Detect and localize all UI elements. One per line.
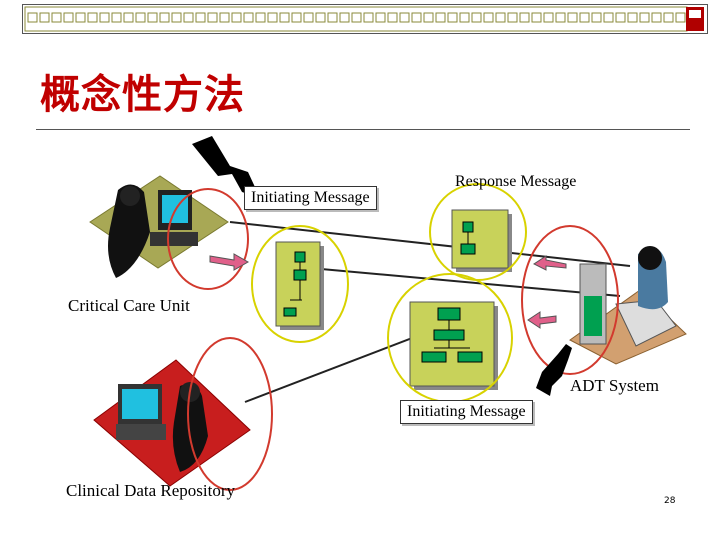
grid-tile (255, 12, 266, 23)
grid-tile (147, 12, 158, 23)
grid-tile (39, 12, 50, 23)
grid-tile (267, 12, 278, 23)
grid-tile (531, 12, 542, 23)
grid-tile (399, 12, 410, 23)
grid-tile (423, 12, 434, 23)
grid-tile (171, 12, 182, 23)
adt-system-figure (569, 246, 687, 365)
grid-tile (639, 12, 650, 23)
lightning-bolt-icon (192, 136, 260, 198)
response-message-label: Response Message (455, 173, 577, 190)
lightning-bolt-icon (536, 344, 572, 396)
grid-tile (123, 12, 134, 23)
document-stack-1 (275, 241, 324, 330)
clinical-data-repository-figure (93, 359, 251, 487)
grid-tile (579, 12, 590, 23)
grid-tile (507, 12, 518, 23)
grid-tile (183, 12, 194, 23)
critical-care-unit-label: Critical Care Unit (68, 296, 190, 315)
grid-tile (219, 12, 230, 23)
grid-tile (87, 12, 98, 23)
ellipse-critical-care (167, 188, 249, 290)
clinical-data-repository-label: Clinical Data Repository (66, 481, 236, 500)
grid-tile (195, 12, 206, 23)
grid-tile (99, 12, 110, 23)
arrow-icon (527, 311, 557, 329)
grid-tile (291, 12, 302, 23)
grid-tile (231, 12, 242, 23)
grid-tile (51, 12, 62, 23)
grid-tile (627, 12, 638, 23)
critical-care-unit-figure (89, 175, 229, 278)
connector-line (229, 221, 631, 267)
grid-tile (339, 12, 350, 23)
grid-tile (327, 12, 338, 23)
grid-tile (519, 12, 530, 23)
grid-tile (651, 12, 662, 23)
initiating-message-label-1: Initiating Message (244, 186, 377, 210)
grid-tile (675, 12, 686, 23)
arrow-icon (533, 255, 567, 271)
grid-pattern (27, 12, 686, 23)
initiating-message-label-2: Initiating Message (400, 400, 533, 424)
grid-tile (315, 12, 326, 23)
grid-tile (63, 12, 74, 23)
grid-tile (243, 12, 254, 23)
grid-tile (555, 12, 566, 23)
ellipse-repository (187, 337, 273, 491)
grid-tile (471, 12, 482, 23)
title-divider (36, 129, 690, 130)
arrow-icon (209, 253, 250, 271)
grid-tile (387, 12, 398, 23)
grid-tile (27, 12, 38, 23)
grid-tile (663, 12, 674, 23)
document-stack-2 (451, 209, 512, 272)
grid-tile (483, 12, 494, 23)
grid-tile (111, 12, 122, 23)
grid-tile (495, 12, 506, 23)
grid-tile (279, 12, 290, 23)
grid-tile (435, 12, 446, 23)
grid-tile (207, 12, 218, 23)
page-number: 28 (664, 496, 676, 506)
grid-tile (459, 12, 470, 23)
grid-tile (159, 12, 170, 23)
grid-tile (303, 12, 314, 23)
document-stack-3 (409, 301, 498, 390)
ellipse-adt (521, 225, 619, 375)
top-banner (22, 4, 708, 34)
grid-tile (351, 12, 362, 23)
adt-system-label: ADT System (570, 376, 659, 395)
connector-line (309, 267, 621, 297)
grid-tile (75, 12, 86, 23)
ellipse-document-1 (251, 225, 349, 343)
grid-tile (363, 12, 374, 23)
grid-tile (567, 12, 578, 23)
grid-tile (543, 12, 554, 23)
grid-tile (447, 12, 458, 23)
grid-tile (591, 12, 602, 23)
grid-tile (615, 12, 626, 23)
page-title: 概念性方法 (40, 72, 245, 118)
grid-tile (603, 12, 614, 23)
grid-tile (375, 12, 386, 23)
grid-tile (411, 12, 422, 23)
grid-tile (135, 12, 146, 23)
